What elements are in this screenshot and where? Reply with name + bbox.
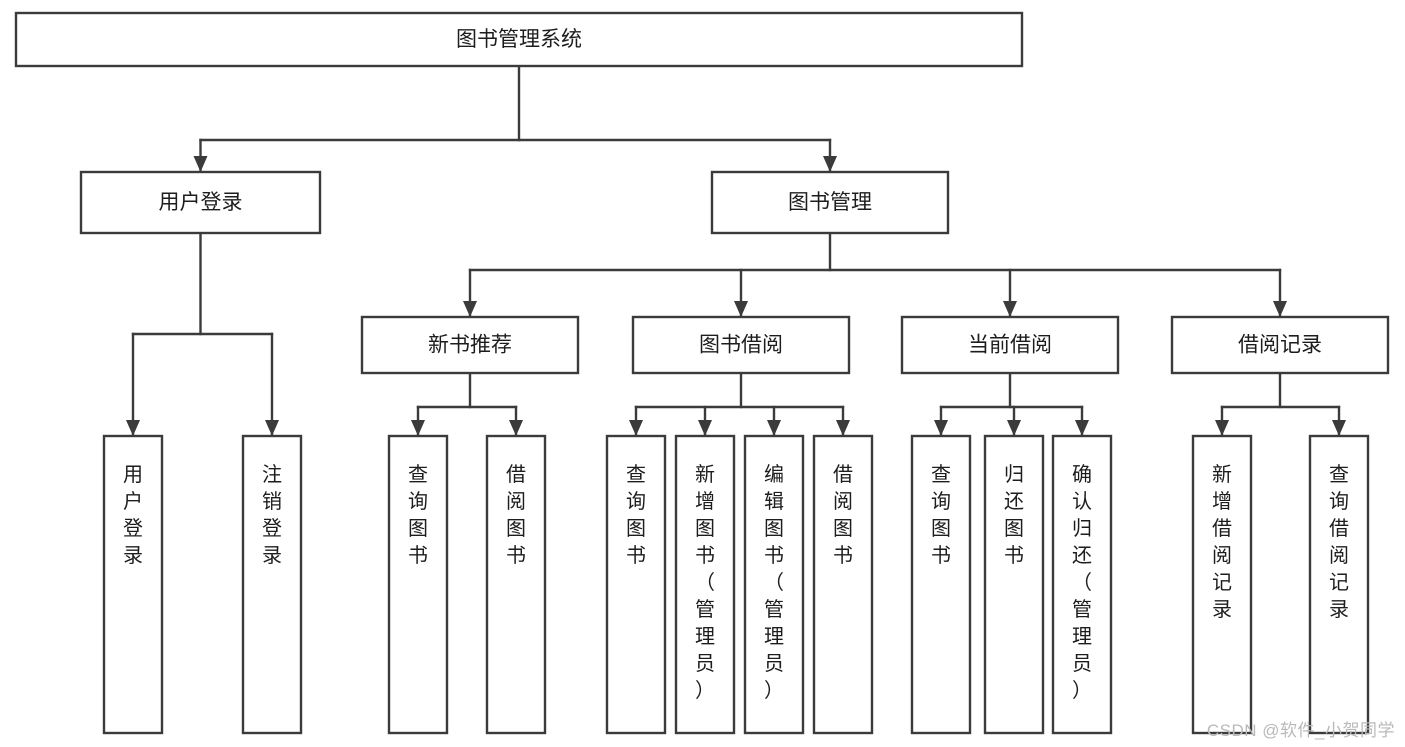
node-box-current-borrow[interactable] — [900, 315, 1120, 375]
node-root[interactable]: 图书管理系统 — [14, 11, 1024, 68]
node-box-cb-return-book[interactable] — [983, 434, 1045, 735]
node-box-bb-query-book[interactable] — [605, 434, 667, 735]
node-label-bb-borrow-book: 借阅图书 — [833, 463, 853, 567]
node-label-nb-borrow-book: 借阅图书 — [506, 463, 526, 567]
node-layer: 图书管理系统用户登录用户登录注销登录图书管理新书推荐查询图书借阅图书图书借阅查询… — [14, 11, 1390, 735]
arrow-head-icon — [509, 420, 523, 436]
node-box-book-manage[interactable] — [710, 170, 950, 235]
csdn-watermark: CSDN @软件_小贺同学 — [1206, 721, 1395, 740]
arrow-head-icon — [193, 156, 208, 172]
arrow-head-icon — [698, 420, 712, 436]
node-box-bb-add-book[interactable] — [674, 434, 736, 735]
node-box-new-book-recommend[interactable] — [360, 315, 580, 375]
node-label-bb-query-book: 查询图书 — [626, 463, 646, 567]
node-bb-add-book[interactable]: 新增图书（管理员） — [674, 434, 736, 735]
node-borrow-record[interactable]: 借阅记录 — [1170, 315, 1390, 375]
arrow-head-icon — [1273, 301, 1287, 317]
node-box-br-add-record[interactable] — [1191, 434, 1253, 735]
node-label-root: 图书管理系统 — [456, 28, 582, 51]
arrow-head-icon — [1075, 420, 1089, 436]
arrow-head-icon — [823, 156, 837, 172]
arrow-head-icon — [265, 420, 279, 436]
node-box-user-login[interactable] — [79, 170, 322, 235]
node-bb-query-book[interactable]: 查询图书 — [605, 434, 667, 735]
arrow-head-icon — [1003, 301, 1017, 317]
node-label-br-add-record: 新增借阅记录 — [1212, 463, 1232, 621]
node-label-current-borrow: 当前借阅 — [968, 334, 1052, 357]
node-box-cb-query-book[interactable] — [910, 434, 972, 735]
node-label-bb-edit-book: 编辑图书（管理员） — [764, 463, 784, 702]
node-user-login[interactable]: 用户登录 — [79, 170, 322, 235]
node-box-user-logout[interactable] — [241, 434, 303, 735]
arrow-head-icon — [411, 420, 425, 436]
arrow-head-icon — [734, 301, 748, 317]
node-label-user-logout: 注销登录 — [262, 463, 282, 567]
node-label-borrow-record: 借阅记录 — [1238, 334, 1322, 357]
node-cb-confirm-return[interactable]: 确认归还（管理员） — [1051, 434, 1113, 735]
node-box-nb-query-book[interactable] — [387, 434, 449, 735]
arrow-head-icon — [1215, 420, 1229, 436]
node-cb-return-book[interactable]: 归还图书 — [983, 434, 1045, 735]
node-label-user-login-do: 用户登录 — [123, 464, 143, 567]
node-box-borrow-record[interactable] — [1170, 315, 1390, 375]
node-label-new-book-recommend: 新书推荐 — [428, 334, 512, 357]
arrow-head-icon — [1007, 420, 1021, 436]
node-label-book-borrow: 图书借阅 — [699, 334, 783, 357]
node-new-book-recommend[interactable]: 新书推荐 — [360, 315, 580, 375]
node-label-book-manage: 图书管理 — [788, 191, 872, 214]
node-label-bb-add-book: 新增图书（管理员） — [695, 463, 715, 702]
arrow-head-icon — [934, 420, 948, 436]
node-br-add-record[interactable]: 新增借阅记录 — [1191, 434, 1253, 735]
node-current-borrow[interactable]: 当前借阅 — [900, 315, 1120, 375]
node-cb-query-book[interactable]: 查询图书 — [910, 434, 972, 735]
arrow-head-icon — [629, 420, 643, 436]
node-book-manage[interactable]: 图书管理 — [710, 170, 950, 235]
node-label-br-query-record: 查询借阅记录 — [1329, 463, 1349, 621]
node-box-br-query-record[interactable] — [1308, 434, 1370, 735]
arrow-head-icon — [1332, 420, 1346, 436]
node-label-cb-confirm-return: 确认归还（管理员） — [1072, 463, 1092, 702]
node-bb-edit-book[interactable]: 编辑图书（管理员） — [743, 434, 805, 735]
node-label-cb-query-book: 查询图书 — [931, 463, 951, 567]
node-box-cb-confirm-return[interactable] — [1051, 434, 1113, 735]
node-nb-query-book[interactable]: 查询图书 — [387, 434, 449, 735]
arrow-head-icon — [126, 420, 140, 436]
node-user-logout[interactable]: 注销登录 — [241, 434, 303, 735]
arrow-head-icon — [767, 420, 781, 436]
node-label-user-login: 用户登录 — [159, 191, 243, 214]
node-label-cb-return-book: 归还图书 — [1004, 463, 1024, 567]
node-nb-borrow-book[interactable]: 借阅图书 — [485, 434, 547, 735]
node-box-bb-borrow-book[interactable] — [812, 434, 874, 735]
arrow-head-icon — [463, 301, 477, 317]
node-bb-borrow-book[interactable]: 借阅图书 — [812, 434, 874, 735]
connector-layer — [126, 64, 1346, 437]
node-box-user-login-do[interactable] — [102, 434, 164, 735]
node-box-root[interactable] — [14, 11, 1024, 68]
node-box-nb-borrow-book[interactable] — [485, 434, 547, 735]
node-user-login-do[interactable]: 用户登录 — [102, 434, 164, 735]
node-book-borrow[interactable]: 图书借阅 — [631, 315, 851, 375]
node-label-nb-query-book: 查询图书 — [408, 463, 428, 567]
node-box-bb-edit-book[interactable] — [743, 434, 805, 735]
node-box-book-borrow[interactable] — [631, 315, 851, 375]
arrow-head-icon — [836, 420, 850, 436]
node-br-query-record[interactable]: 查询借阅记录 — [1308, 434, 1370, 735]
